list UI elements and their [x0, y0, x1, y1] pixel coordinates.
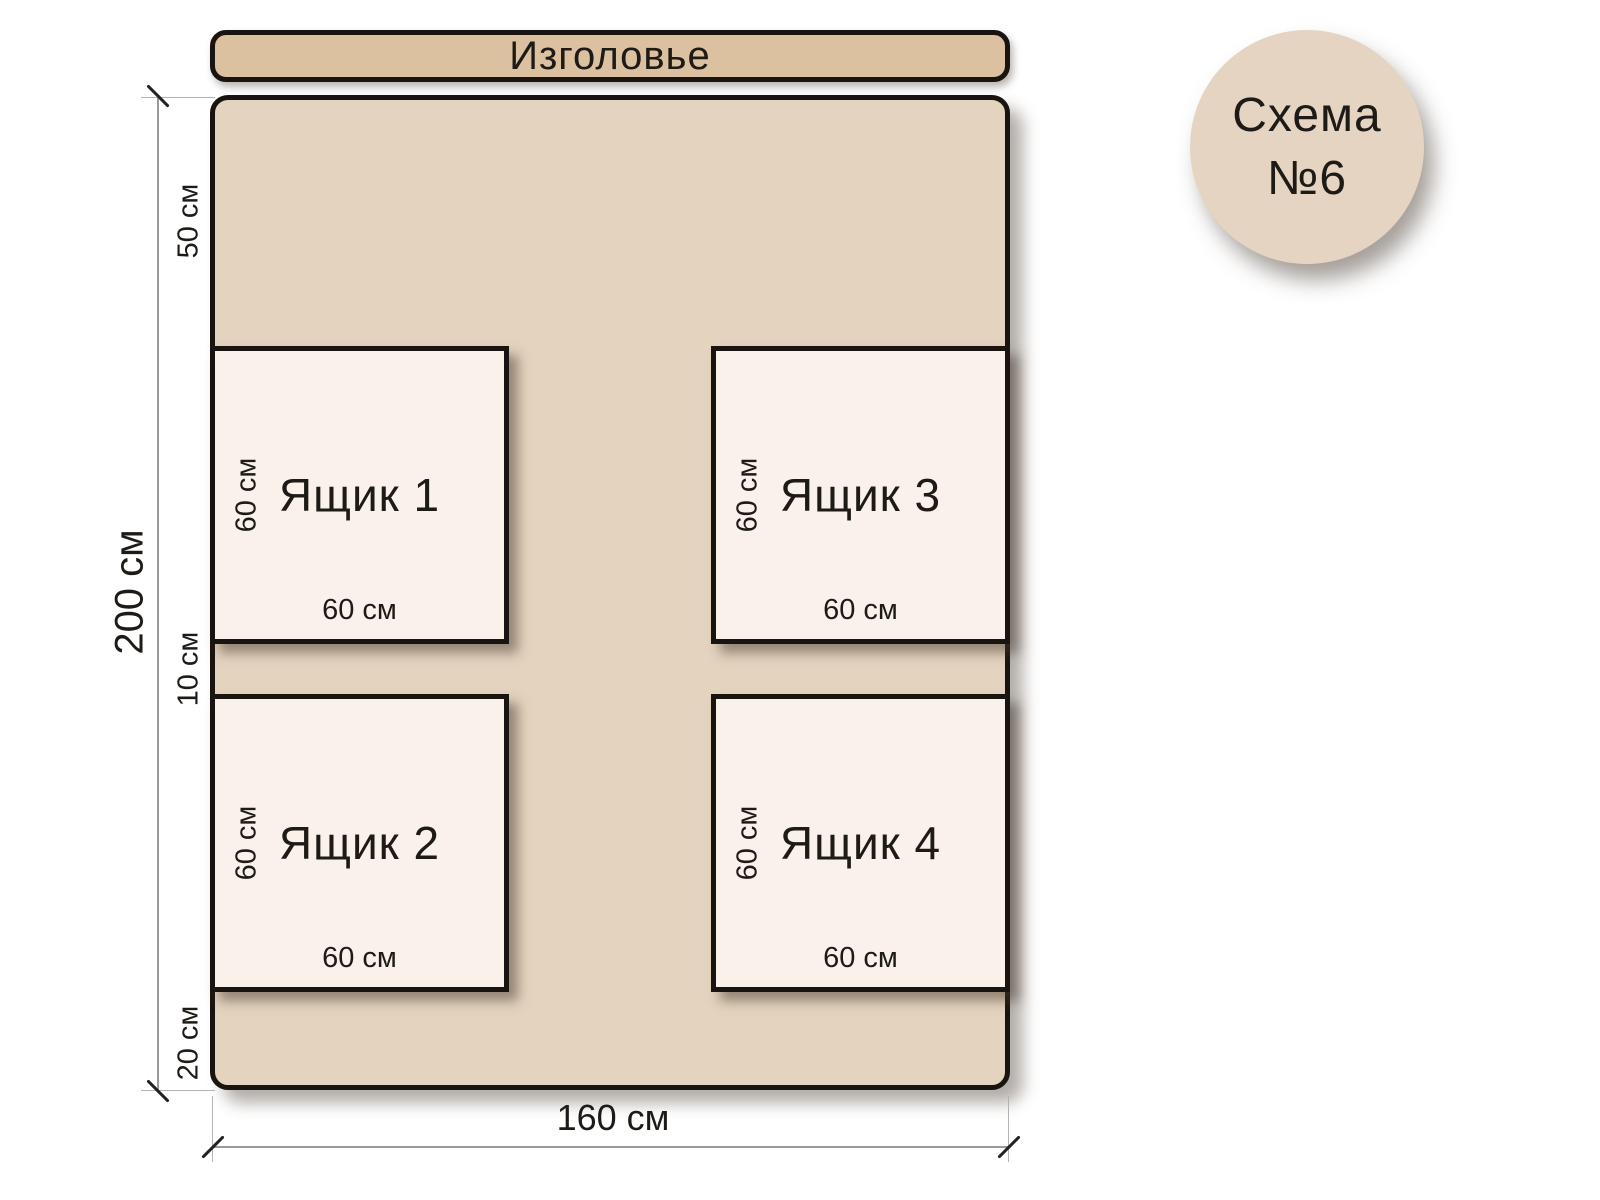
bed-width-label: 160 см	[556, 1097, 670, 1138]
drawer-4-width-label: 60 см	[823, 942, 898, 974]
drawer-3-width-label: 60 см	[823, 594, 898, 626]
width-dimension-left-extension	[212, 1096, 213, 1162]
width-dimension-line	[213, 1146, 1009, 1148]
drawer-3-label: Ящик 3	[779, 469, 942, 521]
height-dimension-line	[157, 95, 159, 1092]
drawer-4-height-label: 60 см	[731, 805, 764, 881]
middle-gap-label: 10 см	[172, 631, 205, 707]
drawer-4-label: Ящик 4	[779, 817, 942, 869]
height-dimension-bottom-connector	[141, 1090, 215, 1091]
top-offset-label: 50 см	[172, 183, 205, 259]
drawer-3-height-label: 60 см	[731, 457, 764, 533]
drawer-1: 60 см Ящик 1 60 см	[210, 346, 509, 644]
drawer-1-width-label: 60 см	[322, 594, 397, 626]
width-dimension-right-extension	[1008, 1096, 1009, 1162]
drawer-3: 60 см Ящик 3 60 см	[711, 346, 1010, 644]
drawer-2: 60 см Ящик 2 60 см	[210, 694, 509, 992]
drawer-2-label: Ящик 2	[278, 817, 441, 869]
drawer-1-label: Ящик 1	[278, 469, 441, 521]
scheme-badge: Схема №6	[1190, 30, 1424, 264]
drawer-4: 60 см Ящик 4 60 см	[711, 694, 1010, 992]
headboard: Изголовье	[210, 30, 1010, 82]
scheme-badge-number: №6	[1266, 152, 1348, 205]
height-dimension-top-connector	[141, 97, 215, 98]
drawer-1-height-label: 60 см	[230, 457, 263, 533]
drawer-2-height-label: 60 см	[230, 805, 263, 881]
bed-height-label: 200 см	[107, 529, 152, 655]
headboard-label: Изголовье	[509, 33, 711, 78]
bottom-offset-label: 20 см	[172, 1005, 205, 1081]
drawer-2-width-label: 60 см	[322, 942, 397, 974]
scheme-badge-title: Схема	[1232, 88, 1382, 142]
